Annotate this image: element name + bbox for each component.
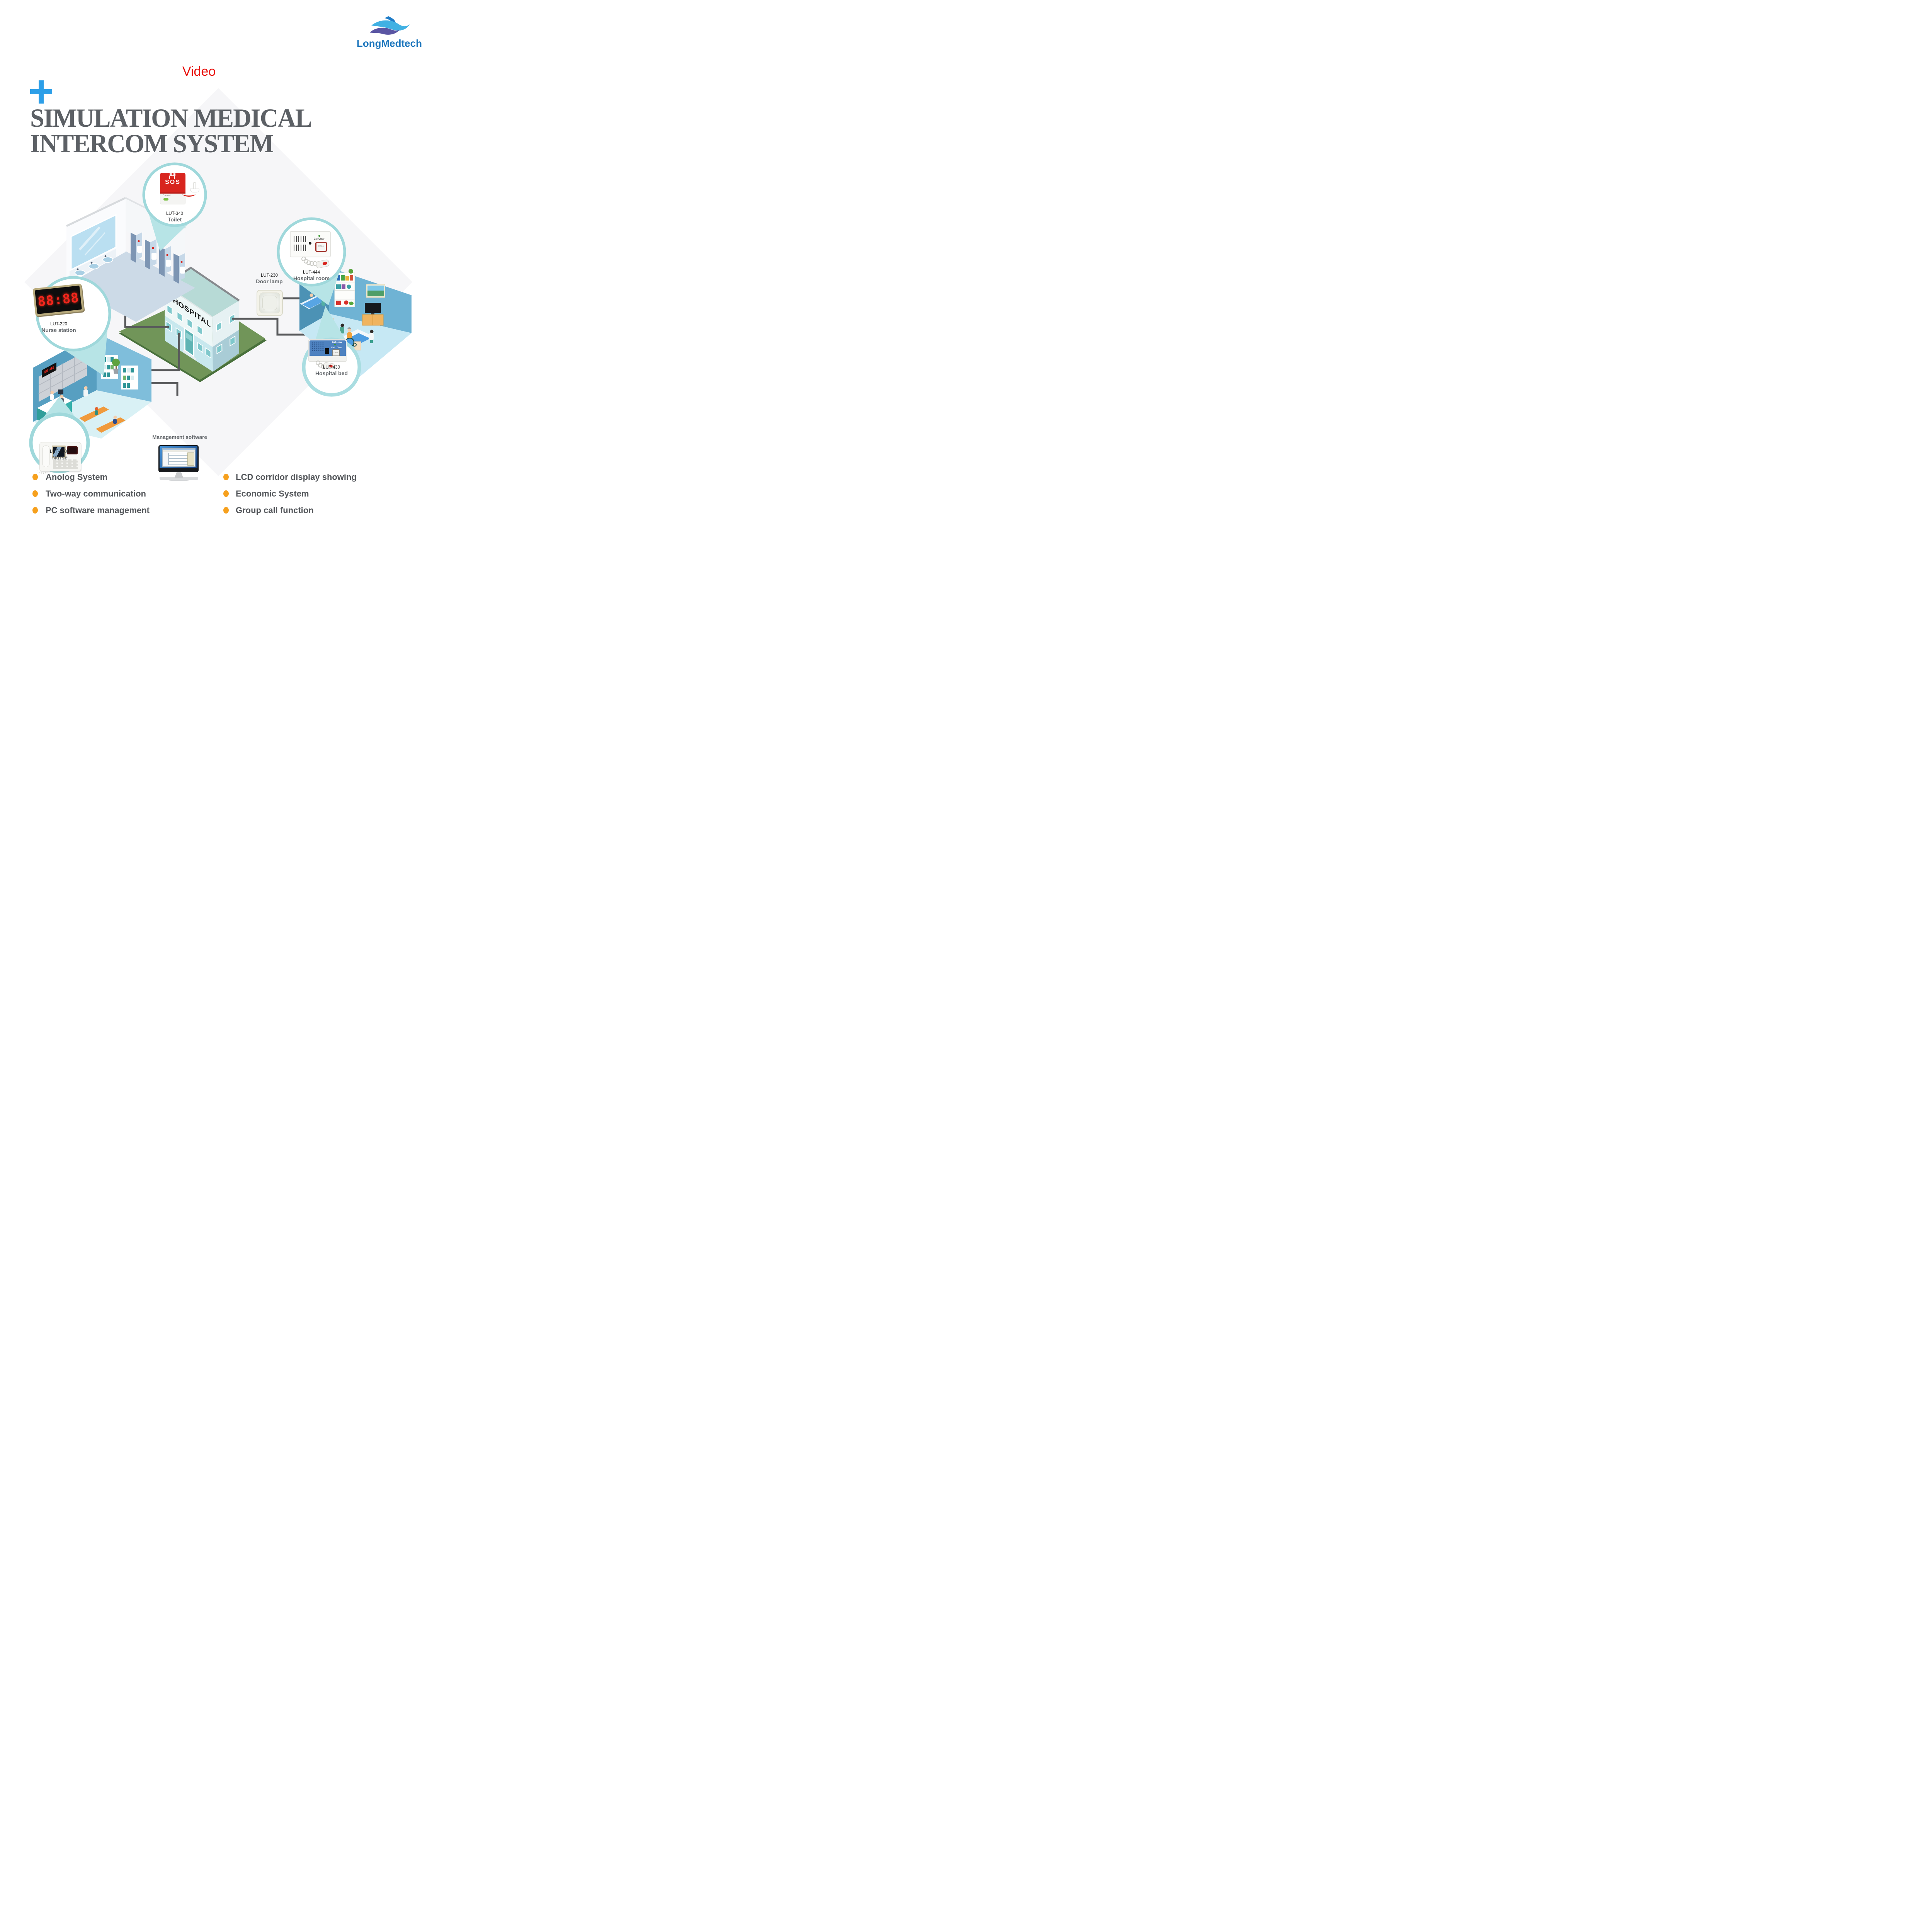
speaker-grille-icon xyxy=(311,342,324,352)
cancel-button xyxy=(163,198,168,201)
model-number: LUT-444 xyxy=(303,270,320,275)
waiting-benches xyxy=(79,406,126,433)
model-number: LUT-430 xyxy=(323,365,340,370)
device-name: Hospital bed xyxy=(315,370,348,376)
bullet-icon xyxy=(223,490,229,497)
cord-socket xyxy=(325,348,329,354)
mirror xyxy=(70,214,117,271)
pull-handle xyxy=(190,189,199,192)
map-panel xyxy=(187,452,195,466)
wall-painting xyxy=(366,284,385,298)
line-hospital-to-bed-unit xyxy=(232,318,310,336)
intercom-plate: Call/Clear CALL xyxy=(290,231,331,257)
bed-intercom-device: Call show Call / Clear CALL xyxy=(308,339,347,369)
nurse-master-station-device xyxy=(37,442,81,474)
hand-icon xyxy=(169,172,177,179)
urinal-stalls xyxy=(131,232,185,284)
bullet-icon xyxy=(223,507,229,514)
model-number: LUT-220 xyxy=(50,322,68,327)
bookshelf xyxy=(334,269,355,307)
feature-item: Group call function xyxy=(236,505,314,515)
software-window xyxy=(162,448,196,467)
feature-item: Two-way communication xyxy=(46,489,146,498)
keypad xyxy=(53,459,78,469)
model-number: LUT-340 xyxy=(166,211,184,216)
model-number: LUT-230 xyxy=(260,273,278,278)
call-show-label: Call show xyxy=(332,341,342,344)
plus-icon xyxy=(30,89,52,94)
device-name: Door lamp xyxy=(256,278,283,284)
cancel-label: Cancel xyxy=(163,194,171,197)
doctor xyxy=(369,330,374,343)
toilet-room-scene xyxy=(66,197,195,322)
call-clear-label: Call/Clear xyxy=(314,238,325,240)
video-screen xyxy=(52,446,66,458)
call-clear-label: Call / Clear xyxy=(331,347,342,349)
bullet-icon xyxy=(223,474,229,480)
monitor-stand xyxy=(174,472,184,478)
model-number: LUT-410B xyxy=(50,449,70,454)
corridor-clock-display: 88:88 xyxy=(32,283,84,316)
device-name: Hospital room xyxy=(293,275,330,281)
building-roof xyxy=(165,268,239,317)
title-line-1: SIMULATION MEDICAL xyxy=(30,103,312,133)
logo-text: LongMedtech xyxy=(357,37,422,49)
door-lamp-device xyxy=(257,290,283,316)
device-name: Nurse xyxy=(52,454,68,461)
microphone-hole xyxy=(309,242,311,245)
device-name: Nurse station xyxy=(41,327,76,333)
sinks xyxy=(75,255,113,276)
potted-tree xyxy=(112,359,120,374)
sos-call-device: SOS Cancel xyxy=(160,171,199,204)
beam-hospital-bed xyxy=(314,306,349,346)
feature-item: Anolog System xyxy=(46,472,108,482)
video-label: Video xyxy=(182,64,216,79)
callout-label-nurse: LUT-410B Nurse xyxy=(37,449,83,461)
infographic-page: HOSPITAL xyxy=(0,0,438,598)
feature-item: Economic System xyxy=(236,489,309,498)
call-log-table xyxy=(168,453,188,466)
pull-cord xyxy=(182,191,196,197)
sos-text: SOS xyxy=(165,179,180,185)
feature-item: LCD corridor display showing xyxy=(236,472,357,482)
sos-base: Cancel xyxy=(160,194,185,204)
feature-item: PC software management xyxy=(46,505,150,515)
tv-and-cabinet xyxy=(362,303,384,326)
call-button: CALL xyxy=(332,349,340,356)
clock-digits: 88:88 xyxy=(37,290,80,310)
bullet-icon xyxy=(32,507,38,514)
management-software-computer xyxy=(158,445,199,481)
bullet-icon xyxy=(32,474,38,480)
callout-label-toilet: LUT-340 Toilet xyxy=(151,211,198,223)
page-title: SIMULATION MEDICAL INTERCOM SYSTEM xyxy=(30,105,352,156)
logo-swoosh-icon xyxy=(369,16,410,35)
status-led xyxy=(334,344,336,345)
monitor-screen xyxy=(158,445,199,480)
line-hospital-to-nurse-station xyxy=(145,333,180,371)
bullet-icon xyxy=(32,490,38,497)
call-button: CALL xyxy=(315,242,327,252)
status-led xyxy=(318,235,320,237)
device-name: Toilet xyxy=(167,216,182,223)
logo: LongMedtech xyxy=(348,15,431,49)
callout-label-hospital-bed: LUT-430 Hospital bed xyxy=(308,365,355,376)
sos-panel: SOS xyxy=(160,172,185,194)
callout-label-door-lamp: LUT-230 Door lamp xyxy=(247,273,291,284)
callout-label-nurse-station: LUT-220 Nurse station xyxy=(35,321,83,333)
callout-label-hospital-room: LUT-444 Hospital room xyxy=(288,270,335,281)
title-line-2: INTERCOM SYSTEM xyxy=(30,129,274,158)
handset-cord xyxy=(37,466,49,474)
line-nurse-station-to-software xyxy=(145,382,179,396)
led-display xyxy=(67,446,78,454)
management-software-label: Management software xyxy=(152,434,207,440)
room-intercom-device: Call/Clear CALL xyxy=(290,231,331,269)
